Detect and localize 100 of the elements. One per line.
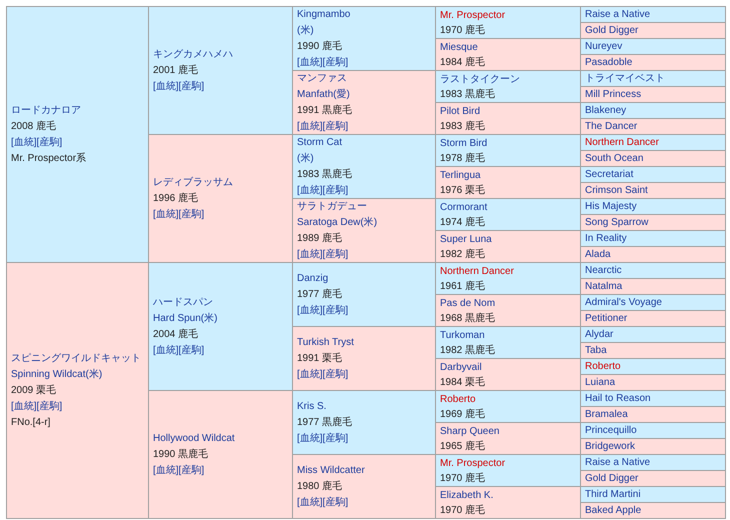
- pedigree-cell: [581, 7, 725, 22]
- pedigree-cell: [581, 455, 725, 470]
- pedigree-cell: [436, 135, 580, 166]
- pedigree-links: [血統][産駒]: [153, 344, 206, 358]
- horse-name: Gold Digger: [585, 24, 640, 38]
- horse-name: トライマイベスト: [585, 72, 666, 86]
- horse-name: Baked Apple: [585, 504, 642, 518]
- horse-name: ロードカナロア: [11, 104, 82, 118]
- pedigree-cell: [436, 455, 580, 486]
- birth-year-coat: 1990 黒鹿毛: [153, 448, 210, 462]
- horse-name: サラトガデュー: [297, 200, 368, 214]
- birth-year-coat: 1989 鹿毛: [297, 232, 344, 246]
- pedigree-cell: [293, 7, 435, 70]
- pedigree-links: [血統][産駒]: [297, 120, 350, 134]
- pedigree-cell: [581, 183, 725, 198]
- pedigree-cell: [436, 359, 580, 390]
- horse-name: Miesque: [440, 40, 479, 54]
- birth-year-coat: 1970 鹿毛: [440, 24, 486, 38]
- birth-year-coat: 1996 鹿毛: [153, 192, 200, 206]
- horse-name: Natalma: [585, 280, 624, 294]
- pedigree-links: [血統][産駒]: [297, 368, 350, 382]
- horse-name: Princequillo: [585, 424, 638, 438]
- horse-name: Northern Dancer: [440, 264, 515, 278]
- horse-name: Raise a Native: [585, 8, 652, 22]
- pedigree-cell: [581, 71, 725, 86]
- pedigree-cell: [581, 87, 725, 102]
- horse-name: (米): [297, 24, 315, 38]
- birth-year-coat: 1983 鹿毛: [440, 120, 486, 134]
- horse-name: Petitioner: [585, 312, 628, 326]
- birth-year-coat: 1969 鹿毛: [440, 408, 486, 422]
- birth-year-coat: 1970 鹿毛: [440, 504, 486, 518]
- pedigree-cell: [581, 215, 725, 230]
- pedigree-cell: [581, 343, 725, 358]
- pedigree-cell: [436, 295, 580, 326]
- birth-year-coat: 2001 鹿毛: [153, 64, 200, 78]
- horse-name: Secretariat: [585, 168, 634, 182]
- pedigree-cell: [581, 279, 725, 294]
- lineage-note: Mr. Prospector系: [11, 152, 88, 166]
- pedigree-links: [血統][産駒]: [153, 80, 206, 94]
- pedigree-cell: [293, 71, 435, 134]
- birth-year-coat: 1970 鹿毛: [440, 472, 486, 486]
- birth-year-coat: 1977 鹿毛: [297, 288, 344, 302]
- horse-name: Luiana: [585, 376, 616, 390]
- pedigree-cell: [436, 199, 580, 230]
- birth-year-coat: 1982 鹿毛: [440, 248, 486, 262]
- pedigree-cell: [581, 23, 725, 38]
- pedigree-cell: [436, 103, 580, 134]
- birth-year-coat: 2008 鹿毛: [11, 120, 58, 134]
- birth-year-coat: 1983 黒鹿毛: [440, 88, 496, 102]
- pedigree-cell: [436, 231, 580, 262]
- birth-year-coat: 1978 鹿毛: [440, 152, 486, 166]
- pedigree-cell: [581, 103, 725, 118]
- pedigree-cell: [149, 7, 292, 134]
- horse-name: South Ocean: [585, 152, 644, 166]
- horse-name: Manfath(愛): [297, 88, 351, 102]
- pedigree-cell: [581, 295, 725, 310]
- pedigree-cell: [436, 327, 580, 358]
- horse-name: Pilot Bird: [440, 104, 482, 118]
- horse-name: Kris S.: [297, 400, 328, 414]
- birth-year-coat: 2009 栗毛: [11, 384, 58, 398]
- horse-name: Storm Cat: [297, 136, 344, 150]
- pedigree-cell: [581, 167, 725, 182]
- birth-year-coat: 1991 栗毛: [297, 352, 344, 366]
- horse-name: Nearctic: [585, 264, 623, 278]
- horse-name: Alada: [585, 248, 612, 262]
- horse-name: Miss Wildcatter: [297, 464, 366, 478]
- pedigree-cell: [581, 503, 725, 518]
- pedigree-cell: [581, 439, 725, 454]
- horse-name: Cormorant: [440, 200, 488, 214]
- pedigree-cell: [149, 391, 292, 518]
- pedigree-cell: [436, 7, 580, 38]
- horse-name: ハードスパン: [153, 296, 214, 310]
- horse-name: Pas de Nom: [440, 296, 496, 310]
- horse-name: Kingmambo: [297, 8, 352, 22]
- horse-name: Hard Spun(米): [153, 312, 218, 326]
- horse-name: Taba: [585, 344, 608, 358]
- horse-name: Bridgework: [585, 440, 636, 454]
- horse-name: Turkoman: [440, 328, 486, 342]
- birth-year-coat: 1991 黒鹿毛: [297, 104, 354, 118]
- birth-year-coat: 1965 鹿毛: [440, 440, 486, 454]
- pedigree-cell: [149, 135, 292, 262]
- birth-year-coat: 1980 鹿毛: [297, 480, 344, 494]
- pedigree-cell: [581, 407, 725, 422]
- pedigree-cell: [293, 135, 435, 198]
- pedigree-cell: [581, 151, 725, 166]
- pedigree-links: [血統][産駒]: [11, 136, 64, 150]
- pedigree-cell: [581, 263, 725, 278]
- lineage-note: FNo.[4-r]: [11, 416, 52, 430]
- horse-name: Blakeney: [585, 104, 628, 118]
- horse-name: Saratoga Dew(米): [297, 216, 378, 230]
- horse-name: Mr. Prospector: [440, 8, 506, 22]
- birth-year-coat: 1961 鹿毛: [440, 280, 486, 294]
- pedigree-cell: [149, 263, 292, 390]
- horse-name: Danzig: [297, 272, 330, 286]
- pedigree-cell: [581, 391, 725, 406]
- birth-year-coat: 1984 鹿毛: [440, 56, 486, 70]
- horse-name: Darbyvail: [440, 360, 483, 374]
- pedigree-cell: [436, 39, 580, 70]
- pedigree-links: [血統][産駒]: [153, 464, 206, 478]
- pedigree-cell: [7, 7, 148, 262]
